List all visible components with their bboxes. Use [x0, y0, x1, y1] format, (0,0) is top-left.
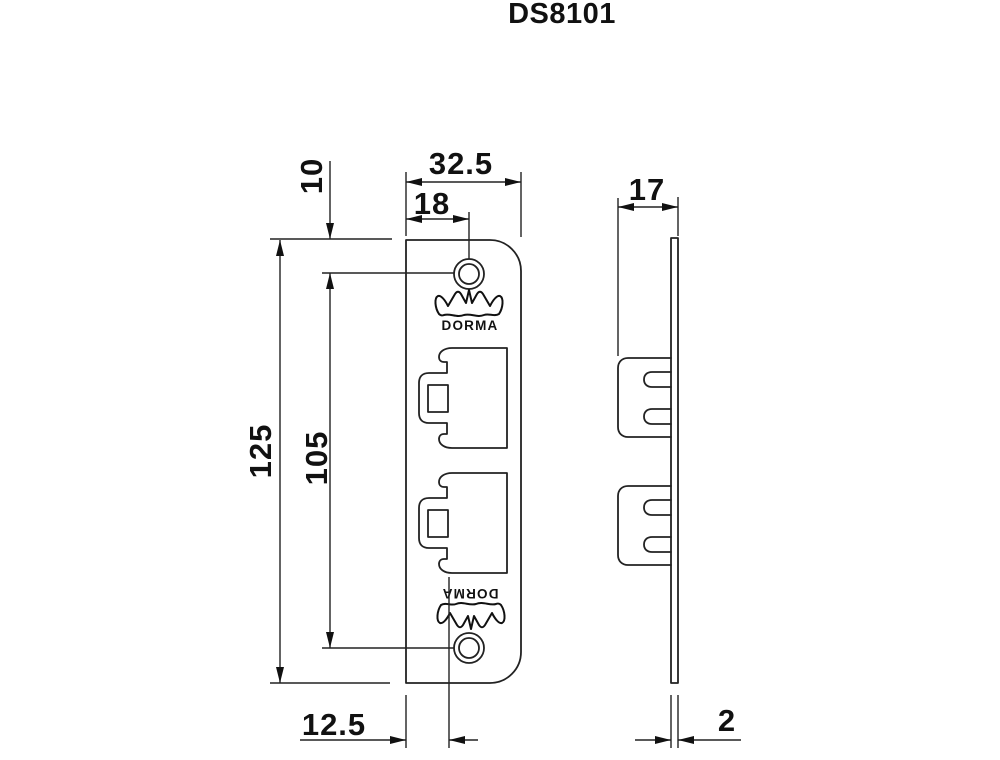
arrowhead — [326, 273, 334, 289]
side-view — [617, 237, 679, 684]
latch-cutout-bottom — [418, 472, 508, 574]
dim-label-hole-center-width: 18 — [414, 186, 450, 221]
screw-hole-top — [453, 258, 485, 290]
dim-label-overall-height: 125 — [243, 424, 278, 479]
dim-hole-spacing: 105 — [299, 272, 454, 649]
dim-depth: 17 — [617, 172, 679, 356]
dim-label-hole-spacing: 105 — [299, 431, 334, 486]
dim-label-depth: 17 — [629, 172, 665, 207]
front-view — [405, 239, 522, 684]
dorma-logo-top — [434, 289, 504, 334]
dim-hole-top-offset: 10 — [294, 158, 334, 239]
dim-label-overall-width: 32.5 — [429, 146, 493, 181]
dim-label-hole-top-offset: 10 — [294, 158, 329, 194]
side-plate-outline — [670, 237, 679, 684]
arrowhead — [662, 203, 678, 211]
front-plate-outline — [405, 239, 522, 684]
dim-overall-height: 125 — [243, 238, 392, 684]
dim-plate-thickness: 2 — [635, 695, 741, 748]
drawing-title: DS8101 — [508, 0, 616, 30]
arrowhead — [326, 223, 334, 239]
dim-label-plate-thickness: 2 — [718, 703, 736, 738]
screw-hole-bottom — [453, 632, 485, 664]
arrowhead — [276, 667, 284, 683]
arrowhead — [326, 632, 334, 648]
arrowhead — [406, 178, 422, 186]
arrowhead — [276, 240, 284, 256]
latch-cutout-top — [418, 347, 508, 449]
arrowhead — [406, 215, 422, 223]
side-latch-box-top — [617, 357, 672, 438]
side-latch-box-bottom — [617, 485, 672, 566]
arrowhead — [453, 215, 469, 223]
dorma-logo-bottom — [436, 585, 506, 630]
dim-latch-face-offset: 12.5 — [300, 577, 478, 748]
dim-hole-center-width: 18 — [406, 186, 470, 259]
arrowhead — [449, 736, 465, 744]
arrowhead — [678, 736, 694, 744]
dim-label-latch-face-offset: 12.5 — [302, 707, 366, 742]
arrowhead — [618, 203, 634, 211]
arrowhead — [390, 736, 406, 744]
dim-overall-width: 32.5 — [405, 146, 522, 237]
arrowhead — [655, 736, 671, 744]
arrowhead — [505, 178, 521, 186]
